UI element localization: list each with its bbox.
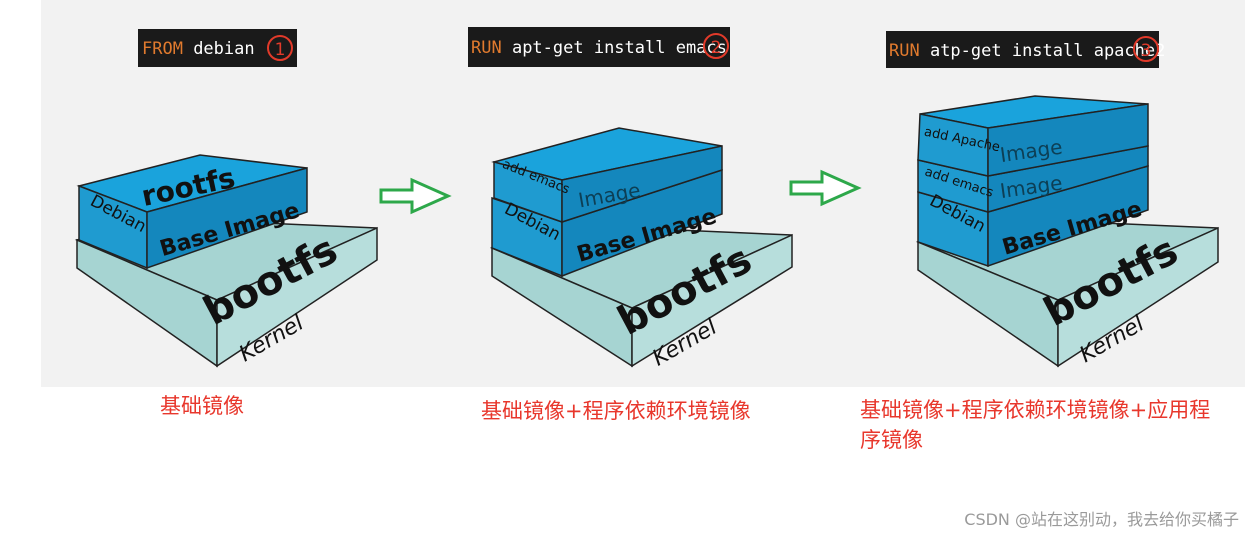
step-number: 1 [275,40,286,60]
svg-text:FROM debian: FROM debian [142,39,255,59]
base-image-side [146,167,308,270]
layer-stack-2 [489,127,793,368]
layer-stack-1 [74,154,378,368]
cmd-text: debian [183,39,255,59]
cmd-text: apt-get install emacs [502,38,727,58]
arrow-icon [789,169,862,207]
caption-app-image-line2: 序镜像 [860,428,923,452]
kernel-side [631,233,793,368]
cmd-keyword: RUN [889,41,920,61]
layer-stack-3 [915,95,1219,368]
emacs-image-side [561,145,723,224]
step-number: 3 [1141,41,1152,61]
svg-text:RUN atp-get install apache2: RUN atp-get install apache2 [889,41,1165,61]
svg-text:RUN apt-get install emacs: RUN apt-get install emacs [471,38,727,58]
caption-app-image-line1: 基础镜像+程序依赖环境镜像+应用程 [860,398,1211,422]
arrow-icon [379,177,452,215]
command-label-2: RUN apt-get install emacs 2 [468,27,730,67]
kernel-side [1057,226,1219,368]
watermark: CSDN @站在这别动，我去给你买橘子 [964,510,1239,529]
command-label-1: FROM debian 1 [138,29,297,67]
cmd-text: atp-get install apache2 [920,41,1166,61]
apache-image-side [987,103,1149,177]
command-label-3: RUN atp-get install apache2 3 [886,31,1165,68]
caption-base-image: 基础镜像 [160,394,244,418]
kernel-side [216,226,378,368]
step-number: 2 [711,38,722,58]
cmd-keyword: FROM [142,39,183,59]
caption-dependency-image: 基础镜像+程序依赖环境镜像 [481,399,751,423]
cmd-keyword: RUN [471,38,502,58]
